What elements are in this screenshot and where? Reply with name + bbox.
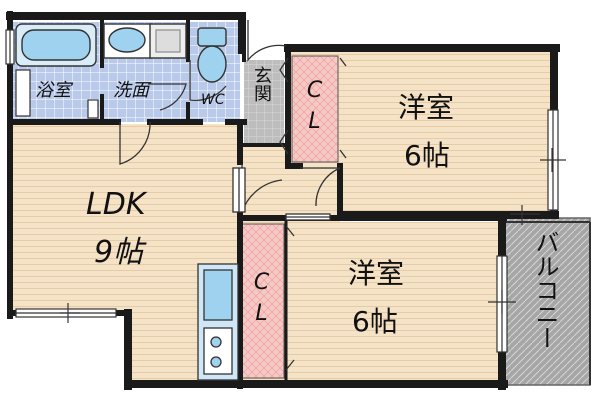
wc-label: WC (201, 92, 225, 108)
ldk-size-label: 9帖 (94, 235, 144, 270)
western1-size-label: 6帖 (404, 139, 450, 172)
western2-name-label: 洋室 (348, 257, 405, 290)
shower-unit (15, 69, 99, 119)
washroom-label: 洗面 (113, 80, 149, 101)
entrance-label: 玄関 (251, 66, 272, 102)
balcony-floor (504, 217, 591, 386)
closet1-label: CL (302, 78, 327, 140)
windows (5, 29, 566, 353)
walls (6, 11, 560, 390)
doors (119, 20, 347, 371)
western1-name-label: 洋室 (398, 91, 455, 124)
ldk-name-label: LDK (86, 187, 146, 222)
wash-basin (103, 23, 187, 59)
balcony-label: バルコニー (531, 230, 559, 350)
closet1-floor (291, 55, 339, 163)
kitchen-unit (197, 263, 239, 381)
ldk-floor (12, 124, 240, 380)
toilet (197, 27, 227, 83)
entrance-floor (244, 60, 284, 145)
bathtub (15, 23, 97, 67)
closet2-floor (241, 223, 285, 379)
bath-label: 浴室 (35, 80, 71, 101)
closet2-label: CL (249, 270, 274, 332)
western2-size-label: 6帖 (352, 305, 398, 338)
